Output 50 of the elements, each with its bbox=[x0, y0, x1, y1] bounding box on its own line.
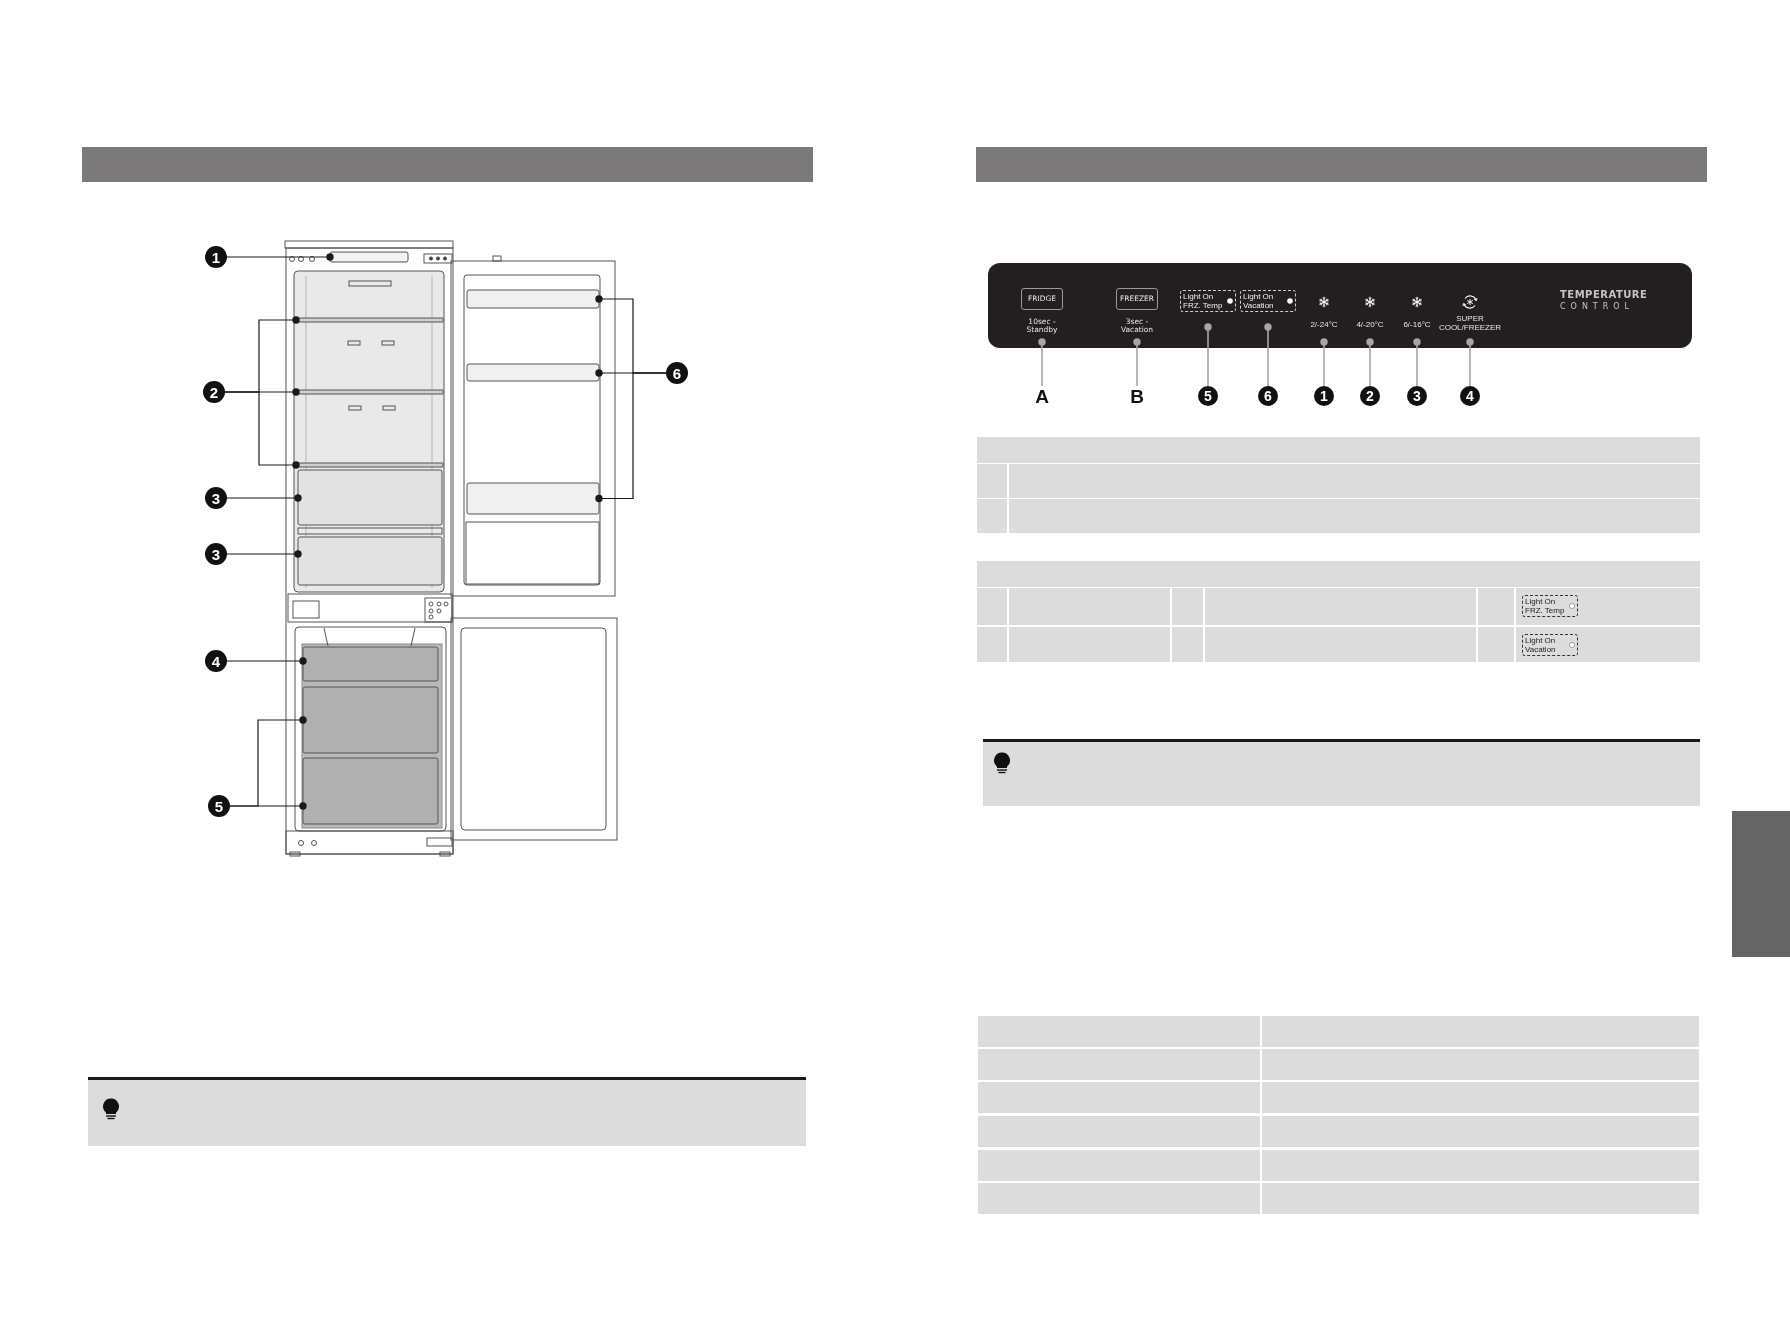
callout-number: 1 bbox=[205, 246, 227, 268]
freezer-drawer bbox=[302, 646, 439, 682]
callout-number: 6 bbox=[666, 362, 688, 384]
leader-line bbox=[1320, 338, 1328, 387]
door-shelf bbox=[466, 363, 600, 382]
callout-number: 6 bbox=[1258, 386, 1278, 406]
mode-caption: SUPER COOL/FREEZER bbox=[1437, 314, 1503, 332]
leader-line bbox=[1466, 338, 1474, 387]
side-tab bbox=[1732, 811, 1790, 957]
leader-line bbox=[1038, 338, 1046, 387]
leader-line bbox=[224, 391, 300, 469]
callout-number: 4 bbox=[205, 650, 227, 672]
leader-line bbox=[1413, 338, 1421, 387]
callout-number: 2 bbox=[1360, 386, 1380, 406]
indicator-text: Light On FRZ. Temp bbox=[1525, 597, 1566, 615]
leader-line bbox=[226, 253, 334, 261]
callout-number: 1 bbox=[1314, 386, 1334, 406]
crisper-drawer bbox=[297, 536, 443, 586]
callout-number: 5 bbox=[1198, 386, 1218, 406]
callout-number: 2 bbox=[203, 381, 225, 403]
door-shelf bbox=[466, 482, 600, 515]
display-strip bbox=[329, 251, 409, 263]
leader-line bbox=[226, 494, 302, 502]
callout-number: 4 bbox=[1460, 386, 1480, 406]
freezer-drawer bbox=[302, 757, 439, 825]
indicator-text: Light On Vacation bbox=[1243, 292, 1275, 310]
door-shelf bbox=[466, 289, 600, 309]
callout-number: 3 bbox=[205, 487, 227, 509]
leader-line bbox=[226, 657, 307, 665]
callout-letter: A bbox=[1030, 386, 1054, 408]
callout-number: 3 bbox=[1407, 386, 1427, 406]
leader-line bbox=[1366, 338, 1374, 387]
leader-line bbox=[226, 550, 302, 558]
temperature-setting: 6/-16°C bbox=[1402, 320, 1432, 330]
leader-line bbox=[595, 372, 667, 503]
callout-number: 5 bbox=[208, 795, 230, 817]
freezer-drawer bbox=[302, 686, 439, 754]
panel-title: TEMPERATURE CONTROL bbox=[1560, 289, 1649, 313]
leader-line bbox=[1133, 338, 1141, 387]
callout-number: 3 bbox=[205, 543, 227, 565]
crisper-drawer bbox=[297, 469, 443, 526]
leader-line bbox=[1264, 323, 1272, 387]
indicator-text: Light On Vacation bbox=[1525, 636, 1557, 654]
leader-line bbox=[229, 802, 307, 810]
temperature-setting: 4/-20°C bbox=[1355, 320, 1385, 330]
leader-line bbox=[1204, 323, 1212, 387]
callout-letter: B bbox=[1125, 386, 1149, 408]
control-panel bbox=[988, 263, 1692, 348]
indicator-text: Light On FRZ. Temp bbox=[1183, 292, 1224, 310]
temperature-setting: 2/-24°C bbox=[1309, 320, 1339, 330]
